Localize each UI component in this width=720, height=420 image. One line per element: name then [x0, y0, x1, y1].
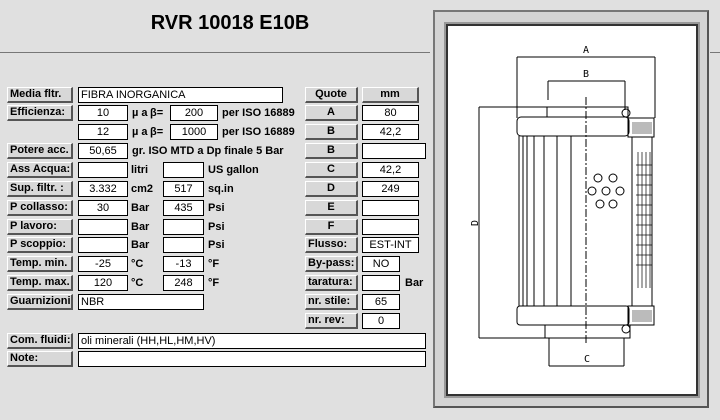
p-lavoro-button[interactable]: P lavoro: [7, 219, 73, 235]
ass-acqua-button[interactable]: Ass Acqua: [7, 162, 73, 178]
taratura-button[interactable]: taratura: [305, 275, 358, 291]
dim-f-button[interactable]: F [305, 219, 358, 235]
technical-drawing [444, 22, 700, 398]
unit-label: °F [208, 277, 220, 289]
beta-label: β= [150, 126, 164, 138]
dim-c-field[interactable]: 42,2 [362, 162, 419, 178]
dim-label-a: A [583, 45, 589, 56]
divider [710, 52, 720, 53]
potere-unit: gr. ISO MTD a Dp finale 5 Bar [132, 145, 284, 157]
acqua-gallon-field[interactable] [163, 162, 204, 178]
dim-label-d: D [470, 220, 481, 226]
temp-max-c-field[interactable]: 120 [78, 275, 128, 291]
p-scoppio-bar-field[interactable] [78, 237, 128, 253]
dim-b-button[interactable]: B [305, 124, 358, 140]
iso-label: per ISO 16889 [222, 126, 295, 138]
temp-min-c-field[interactable]: -25 [78, 256, 128, 272]
page-title: RVR 10018 E10B [150, 12, 310, 34]
dim-e-field[interactable] [362, 200, 419, 216]
com-fluidi-button[interactable]: Com. fluidi: [7, 333, 73, 349]
p-lavoro-bar-field[interactable] [78, 219, 128, 235]
temp-min-button[interactable]: Temp. min. [7, 256, 73, 272]
dim-e-button[interactable]: E [305, 200, 358, 216]
unit-label: Bar [131, 221, 150, 233]
eff2-beta-field[interactable]: 1000 [170, 124, 218, 140]
dim-a-field[interactable]: 80 [362, 105, 419, 121]
dim-b2-button[interactable]: B [305, 143, 358, 159]
unit-label: Psi [208, 221, 225, 233]
dim-d-button[interactable]: D [305, 181, 358, 197]
media-filtrante-button[interactable]: Media fltr. [7, 87, 73, 103]
unit-label: °C [131, 258, 144, 270]
sup-filtr-button[interactable]: Sup. filtr. : [7, 181, 73, 197]
temp-max-button[interactable]: Temp. max. [7, 275, 73, 291]
p-collasso-psi-field[interactable]: 435 [163, 200, 204, 216]
guarnizioni-field[interactable]: NBR [78, 294, 204, 310]
flusso-field[interactable]: EST-INT [362, 237, 419, 253]
flusso-button[interactable]: Flusso: [305, 237, 358, 253]
nr-stile-button[interactable]: nr. stile: [305, 294, 358, 310]
temp-max-f-field[interactable]: 248 [163, 275, 204, 291]
note-button[interactable]: Note: [7, 351, 73, 367]
dim-b2-field[interactable] [362, 143, 426, 159]
unit-label: cm2 [131, 183, 154, 195]
note-field[interactable] [78, 351, 426, 367]
mu-a-label: µ a [132, 107, 148, 119]
dim-label-b: B [583, 69, 589, 80]
guarnizioni-button[interactable]: Guarnizioni [7, 294, 73, 310]
eff1-micron-field[interactable]: 10 [78, 105, 128, 121]
temp-min-f-field[interactable]: -13 [163, 256, 204, 272]
com-fluidi-field[interactable]: oli minerali (HH,HL,HM,HV) [78, 333, 426, 349]
eff2-micron-field[interactable]: 12 [78, 124, 128, 140]
sup-sqin-field[interactable]: 517 [163, 181, 204, 197]
p-collasso-bar-field[interactable]: 30 [78, 200, 128, 216]
potere-field[interactable]: 50,65 [78, 143, 128, 159]
mesh [636, 152, 652, 288]
unit-label: Bar [131, 239, 150, 251]
bypass-field[interactable]: NO [362, 256, 400, 272]
dim-c-button[interactable]: C [305, 162, 358, 178]
acqua-litri-field[interactable] [78, 162, 128, 178]
dim-label-c: C [584, 354, 590, 365]
potere-button[interactable]: Potere acc. [7, 143, 73, 159]
quote-button[interactable]: Quote [305, 87, 358, 103]
bypass-button[interactable]: By-pass: [305, 256, 358, 272]
unit-label: Psi [208, 239, 225, 251]
unit-label: US gallon [208, 164, 259, 176]
dim-a-button[interactable]: A [305, 105, 358, 121]
nr-stile-field[interactable]: 65 [362, 294, 400, 310]
efficienza-button[interactable]: Efficienza: [7, 105, 73, 121]
beta-label: β= [150, 107, 164, 119]
unit-label: °C [131, 277, 144, 289]
unit-label: Psi [208, 202, 225, 214]
media-filtrante-field[interactable]: FIBRA INORGANICA [78, 87, 283, 103]
taratura-field[interactable] [362, 275, 400, 291]
mm-button[interactable]: mm [362, 87, 419, 103]
unit-label: litri [131, 164, 149, 176]
iso-label: per ISO 16889 [222, 107, 295, 119]
dim-f-field[interactable] [362, 219, 419, 235]
nr-rev-field[interactable]: 0 [362, 313, 400, 329]
mu-a-label: µ a [132, 126, 148, 138]
dim-b-field[interactable]: 42,2 [362, 124, 419, 140]
sup-cm2-field[interactable]: 3.332 [78, 181, 128, 197]
filter-body [516, 106, 655, 339]
unit-label: Bar [131, 202, 150, 214]
divider [0, 52, 430, 53]
nr-rev-button[interactable]: nr. rev: [305, 313, 358, 329]
unit-label: Bar [405, 277, 424, 289]
p-lavoro-psi-field[interactable] [163, 219, 204, 235]
p-collasso-button[interactable]: P collasso: [7, 200, 73, 216]
p-scoppio-button[interactable]: P scoppio: [7, 237, 73, 253]
eff1-beta-field[interactable]: 200 [170, 105, 218, 121]
unit-label: sq.in [208, 183, 234, 195]
unit-label: °F [208, 258, 220, 270]
dim-d-field[interactable]: 249 [362, 181, 419, 197]
p-scoppio-psi-field[interactable] [163, 237, 204, 253]
